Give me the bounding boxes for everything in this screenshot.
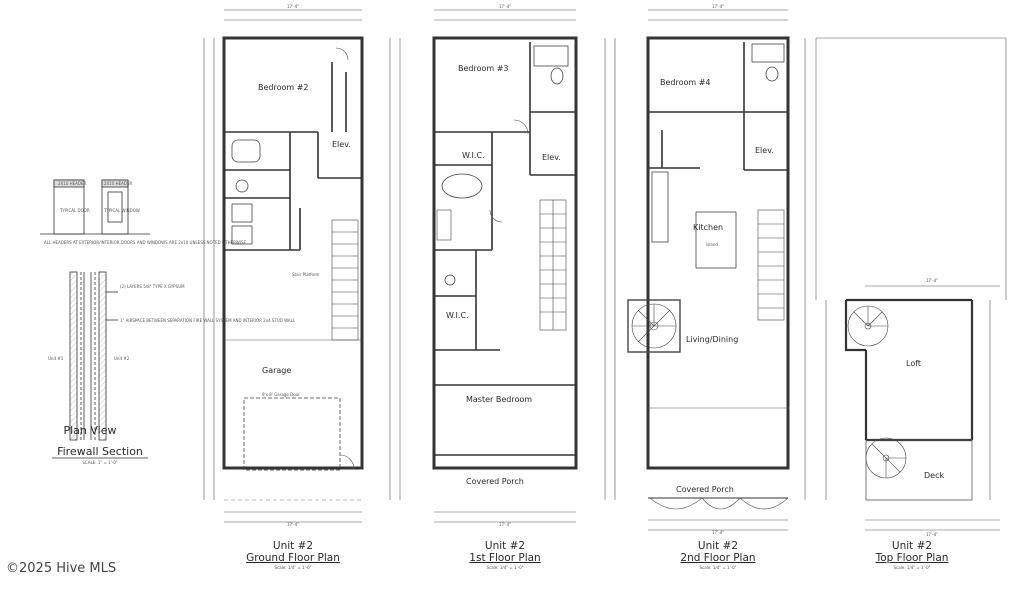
first-stairs — [539, 199, 567, 331]
firewall-note-1: (2) LAYERS 5/8" TYPE X GYPSUM — [120, 284, 185, 289]
header-detail — [40, 179, 150, 235]
top-spiral-stair — [847, 305, 907, 479]
header-note: ALL HEADERS AT EXTERIOR/INTERIOR DOORS A… — [44, 240, 246, 245]
firewall-unit-right: Unit #2 — [114, 356, 130, 361]
firewall-scale: SCALE: 1" = 1'-0" — [82, 460, 117, 465]
first-elev-label: Elev. — [542, 153, 561, 162]
first-bedroom-label: Bedroom #3 — [458, 64, 509, 73]
ground-stair-note: Stair Platform — [292, 272, 320, 277]
ground-plan-title: Ground Floor Plan — [246, 552, 340, 564]
second-width-dim-bottom: 17'-4" — [712, 530, 724, 535]
first-unit-label: Unit #2 — [485, 540, 525, 552]
second-stairs — [757, 209, 785, 321]
top-plan-title: Top Floor Plan — [875, 552, 949, 564]
top-unit-label: Unit #2 — [892, 540, 932, 552]
first-width-dim-bottom: 17'-4" — [499, 522, 511, 527]
ground-elev-label: Elev. — [332, 140, 351, 149]
first-width-dim: 17'-4" — [499, 4, 511, 9]
second-floor-plan: 17'-4" 17'-4" — [604, 4, 806, 570]
ground-unit-label: Unit #2 — [273, 540, 313, 552]
top-floor-plan: 17'-4" 17'-4" Loft Deck Unit #2 Top Floo… — [815, 37, 1007, 570]
header-window-label: 2X10 HEADER — [104, 181, 133, 186]
top-deck-label: Deck — [924, 471, 944, 480]
firewall-title-2: Firewall Section — [57, 445, 143, 458]
first-master-label: Master Bedroom — [466, 395, 532, 404]
firewall-section: 2X10 HEADER 2X10 HEADER TYPICAL DOOR TYP… — [40, 179, 296, 465]
second-plan-scale: Scale: 1/4" = 1'-0" — [699, 565, 736, 570]
second-living-label: Living/Dining — [686, 335, 738, 344]
second-porch-label: Covered Porch — [676, 485, 734, 494]
ground-width-dim: 17'-4" — [287, 4, 299, 9]
ground-floor-plan: 17'-4" 17'-4" — [203, 4, 364, 570]
second-width-dim: 17'-4" — [712, 4, 724, 9]
firewall-unit-left: Unit #1 — [48, 356, 64, 361]
first-plan-title: 1st Floor Plan — [469, 552, 540, 564]
ground-stairs — [331, 219, 359, 341]
typical-window-label: TYPICAL WINDOW — [103, 208, 140, 213]
ground-garage-label: Garage — [262, 366, 291, 375]
first-floor-plan: 17'-4" 17'-4" — [389, 4, 578, 570]
firewall-note-2: 1" AIRSPACE BETWEEN SEPARATION FIRE WALL… — [120, 318, 296, 323]
firewall-wall-section — [69, 271, 118, 441]
top-width-dim: 17'-4" — [926, 278, 938, 283]
second-spiral-stair — [627, 299, 681, 353]
top-loft-label: Loft — [906, 359, 921, 368]
second-kitchen-label: Kitchen — [693, 223, 723, 232]
second-unit-label: Unit #2 — [698, 540, 738, 552]
top-width-dim-bottom: 17'-4" — [926, 532, 938, 537]
typical-door-label: TYPICAL DOOR — [59, 208, 90, 213]
second-island-label: Island — [706, 242, 718, 247]
ground-garage-door-label: 9'x 8' Garage Door — [262, 392, 300, 397]
second-elev-label: Elev. — [755, 146, 774, 155]
firewall-title-1: Plan View — [63, 424, 116, 437]
ground-plan-scale: Scale: 1/4" = 1'-0" — [274, 565, 311, 570]
ground-width-dim-bottom: 17'-4" — [287, 522, 299, 527]
second-plan-title: 2nd Floor Plan — [680, 552, 755, 564]
ground-bedroom-label: Bedroom #2 — [258, 83, 309, 92]
first-plan-scale: Scale: 1/4" = 1'-0" — [486, 565, 523, 570]
first-porch-label: Covered Porch — [466, 477, 524, 486]
header-door-label: 2X10 HEADER — [58, 181, 87, 186]
watermark: ©2025 Hive MLS — [6, 561, 116, 576]
first-wic-bottom-label: W.I.C. — [446, 311, 469, 320]
ground-dimensions — [203, 9, 362, 523]
second-bedroom-label: Bedroom #4 — [660, 78, 711, 87]
first-wic-top-label: W.I.C. — [462, 151, 485, 160]
top-plan-scale: Scale: 1/4" = 1'-0" — [893, 565, 930, 570]
